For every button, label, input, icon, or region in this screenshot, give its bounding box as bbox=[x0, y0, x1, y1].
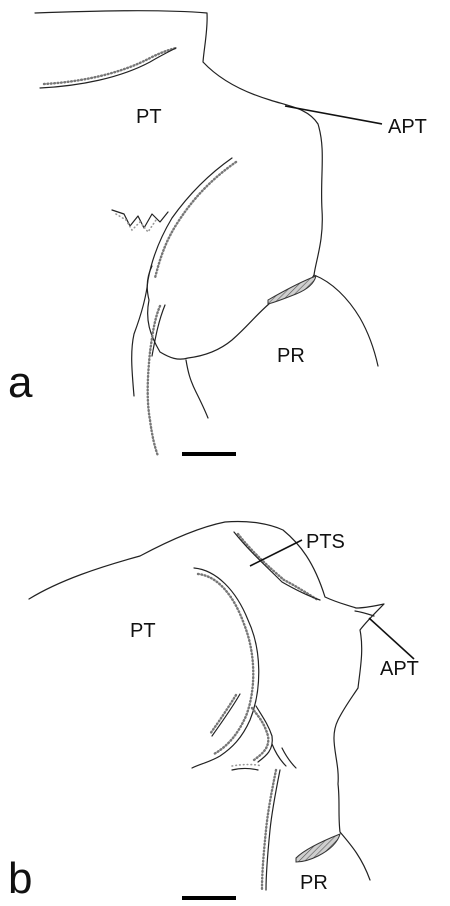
panel-a-hatched-region bbox=[268, 276, 316, 304]
panel-b-label-pr: PR bbox=[300, 872, 328, 894]
panel-b-inner-contour bbox=[192, 568, 259, 768]
panel-b-contour-stipple bbox=[198, 574, 253, 754]
panel-b-small-stipple-1 bbox=[210, 695, 236, 734]
panel-a-pr-contour bbox=[314, 275, 378, 366]
panel-b-base-stipple bbox=[262, 770, 276, 890]
panel-a-outline bbox=[35, 11, 322, 359]
panel-a-stalk bbox=[186, 360, 208, 418]
panel-b-small-stipple-2 bbox=[252, 708, 268, 760]
panel-a-label-apt: APT bbox=[388, 116, 427, 138]
panel-a-leader-apt bbox=[285, 106, 382, 124]
panel-a-label-pr: PR bbox=[277, 345, 305, 367]
panel-a-contour-stipple bbox=[155, 162, 236, 278]
panel-a-letter: a bbox=[8, 358, 33, 407]
panel-a-label-pt: PT bbox=[136, 106, 162, 128]
panel-b-leader-pts bbox=[250, 540, 302, 566]
panel-b-leader-apt bbox=[369, 618, 414, 659]
panel-b-hatched-region bbox=[296, 834, 340, 862]
panel-a-zigzag bbox=[112, 210, 168, 228]
panel-a-inner-contour bbox=[132, 158, 232, 396]
panel-b-label-pt: PT bbox=[130, 620, 156, 642]
panel-b: PTS PT APT PR b bbox=[8, 521, 419, 903]
panel-b-label-pts: PTS bbox=[306, 531, 345, 553]
panel-a-groove-stipple bbox=[44, 48, 176, 84]
panel-b-letter: b bbox=[8, 854, 32, 903]
panel-b-label-apt: APT bbox=[380, 658, 419, 680]
panel-a: PT APT PR a bbox=[8, 11, 427, 456]
